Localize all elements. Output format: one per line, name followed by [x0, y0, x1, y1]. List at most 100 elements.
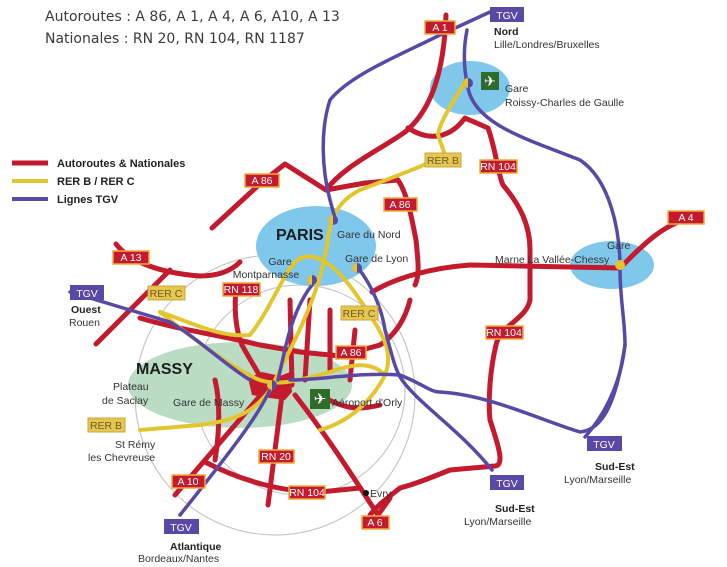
- road-rn104-east: [367, 115, 533, 518]
- road-label: RN 104: [479, 159, 518, 174]
- road-label: RN 20: [258, 449, 295, 464]
- svg-text:RN 104: RN 104: [486, 327, 522, 339]
- label-roissy-1: Gare: [505, 83, 529, 95]
- airplane-icon-orly: ✈: [310, 389, 330, 409]
- tgv-sudest-2: TGV Sud-Est Lyon/Marseille: [564, 436, 635, 486]
- massy-zone: [128, 342, 352, 428]
- label-evry: Evry: [370, 488, 392, 500]
- rer-label: RER B: [424, 152, 462, 168]
- tgv-sudest-1: [356, 266, 494, 472]
- legend-label-rer: RER B / RER C: [57, 176, 135, 188]
- svg-text:RN 20: RN 20: [261, 451, 291, 463]
- tgv-ouest: TGV Ouest Rouen: [69, 285, 104, 329]
- rer-label: RER C: [147, 285, 186, 301]
- road-label: RN 104: [288, 485, 326, 500]
- svg-text:A 1: A 1: [432, 22, 447, 34]
- svg-text:RN 104: RN 104: [480, 161, 516, 173]
- svg-text:TGV: TGV: [170, 522, 192, 534]
- svg-text:TGV: TGV: [496, 478, 518, 490]
- tgv-atlantique: [178, 383, 274, 517]
- label-massy: MASSY: [136, 361, 193, 378]
- svg-text:Sud-Est: Sud-Est: [495, 503, 535, 515]
- header-nationales: Nationales : RN 20, RN 104, RN 1187: [45, 31, 305, 47]
- svg-text:A 4: A 4: [678, 212, 693, 224]
- road-a6: [292, 392, 393, 518]
- label-montparnasse-2: Montparnasse: [233, 269, 300, 281]
- label-gare-du-nord: Gare du Nord: [337, 229, 401, 241]
- label-roissy-2: Roissy-Charles de Gaulle: [505, 97, 624, 109]
- road-label: A 86: [244, 173, 280, 188]
- label-stremy-1: St Rémy: [115, 439, 156, 451]
- svg-text:Lyon/Marseille: Lyon/Marseille: [464, 516, 531, 528]
- tgv-ouest: [68, 290, 252, 382]
- legend-label-tgv: Lignes TGV: [57, 194, 119, 206]
- svg-text:Bordeaux/Nantes: Bordeaux/Nantes: [138, 553, 219, 565]
- tgv-nord-paris: [321, 10, 492, 224]
- tgv-sudest-1: TGV Sud-Est Lyon/Marseille: [464, 475, 535, 528]
- svg-text:RN 104: RN 104: [289, 487, 325, 499]
- station-markers: [267, 78, 625, 496]
- label-stremy-2: les Chevreuse: [88, 452, 155, 464]
- svg-text:RER B: RER B: [427, 155, 459, 167]
- svg-text:Nord: Nord: [494, 26, 519, 38]
- road-ouest: [93, 267, 173, 347]
- rer-c-south: [158, 254, 391, 432]
- label-montparnasse-1: Gare: [268, 256, 292, 268]
- svg-text:✈: ✈: [314, 390, 327, 408]
- legend-label-roads: Autoroutes & Nationales: [57, 158, 185, 170]
- label-paris: PARIS: [276, 227, 324, 244]
- svg-text:TGV: TGV: [593, 439, 615, 451]
- marker-evry: [363, 490, 369, 496]
- svg-text:A 86: A 86: [251, 175, 272, 187]
- road-label: A 4: [667, 210, 705, 225]
- svg-text:A 10: A 10: [177, 476, 198, 488]
- svg-text:RN 118: RN 118: [224, 284, 259, 296]
- svg-text:RER C: RER C: [343, 308, 376, 320]
- rer-label: RER B: [87, 417, 126, 433]
- marker-marne: [615, 260, 625, 270]
- label-saclay-2: de Saclay: [102, 395, 149, 407]
- road-label: A 10: [171, 474, 206, 489]
- label-gare-de-lyon: Gare de Lyon: [345, 253, 408, 265]
- svg-text:RER C: RER C: [150, 288, 183, 300]
- svg-text:RER B: RER B: [90, 420, 122, 432]
- svg-text:Sud-Est: Sud-Est: [595, 461, 635, 473]
- road-radials: [287, 297, 358, 388]
- svg-text:A 86: A 86: [389, 199, 410, 211]
- header-autoroutes: Autoroutes : A 86, A 1, A 4, A 6, A10, A…: [45, 9, 340, 25]
- road-a4: [369, 215, 693, 295]
- tgv-lines: [68, 10, 627, 517]
- svg-text:A 6: A 6: [367, 517, 382, 529]
- svg-text:Lyon/Marseille: Lyon/Marseille: [564, 474, 631, 486]
- road-label: RN 104: [485, 325, 524, 340]
- road-rn118: [232, 285, 265, 383]
- svg-text:A 86: A 86: [340, 347, 361, 359]
- road-label: A 86: [383, 197, 418, 212]
- tgv-montparnasse: [276, 283, 314, 382]
- road-label: A 13: [112, 250, 150, 265]
- tgv-nord: TGV Nord Lille/Londres/Bruxelles: [490, 7, 600, 51]
- legend: Autoroutes & Nationales RER B / RER C Li…: [12, 158, 185, 206]
- rer-label: RER C: [340, 305, 379, 321]
- road-label: A 1: [424, 20, 456, 35]
- svg-text:✈: ✈: [484, 74, 496, 90]
- label-saclay-1: Plateau: [113, 381, 149, 393]
- road-label: A 6: [361, 515, 390, 530]
- svg-text:TGV: TGV: [496, 10, 518, 22]
- svg-text:A 13: A 13: [120, 252, 141, 264]
- tgv-atlantique: TGV Atlantique Bordeaux/Nantes: [138, 519, 221, 565]
- svg-text:TGV: TGV: [76, 288, 98, 300]
- label-marne-2: Marne La Vallée-Chessy: [495, 254, 610, 266]
- paris-zone: [256, 206, 376, 286]
- road-a1: [323, 12, 449, 193]
- road-label: A 86: [335, 345, 367, 360]
- label-marne-1: Gare: [607, 240, 631, 252]
- label-gare-massy: Gare de Massy: [173, 397, 245, 409]
- svg-text:Atlantique: Atlantique: [170, 541, 221, 553]
- road-label: RN 118: [222, 282, 261, 297]
- svg-text:Rouen: Rouen: [69, 317, 100, 329]
- label-orly: Aéroport d'Orly: [332, 397, 403, 409]
- svg-text:Lille/Londres/Bruxelles: Lille/Londres/Bruxelles: [494, 39, 600, 51]
- svg-text:Ouest: Ouest: [71, 304, 101, 316]
